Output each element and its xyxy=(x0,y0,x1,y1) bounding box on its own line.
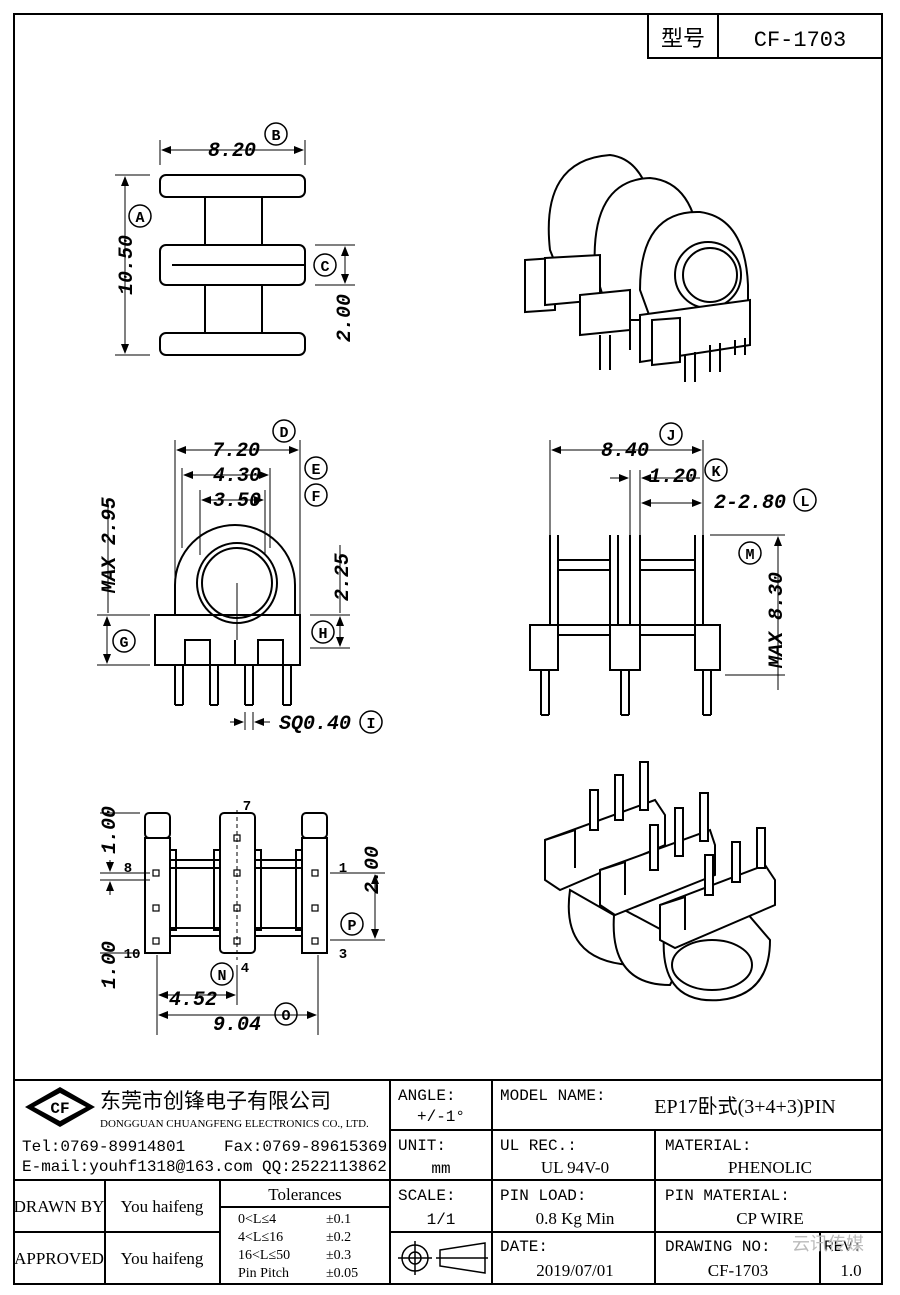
rev-value: 1.0 xyxy=(840,1261,861,1280)
model-name-value: EP17卧式(3+4+3)PIN xyxy=(654,1095,835,1118)
company-logo: CF xyxy=(25,1087,95,1127)
dim-bottom-t1: 1.00 xyxy=(99,806,122,854)
isometric-bottom-view xyxy=(544,761,776,1002)
material-label: MATERIAL: xyxy=(665,1137,751,1155)
dim-bottom-half-width: 4.52 xyxy=(169,989,217,1012)
drawing-no-label: DRAWING NO: xyxy=(665,1238,771,1256)
tag-e: E xyxy=(311,462,320,479)
logo-text: CF xyxy=(50,1100,69,1118)
tag-c: C xyxy=(320,259,329,276)
company-fax: Fax:0769-89615369 xyxy=(224,1138,387,1156)
approved-value: You haifeng xyxy=(121,1249,204,1268)
pin-material-label: PIN MATERIAL: xyxy=(665,1187,790,1205)
dim-side-max-height: MAX 8.30 xyxy=(766,572,789,669)
tag-b: B xyxy=(271,128,280,145)
scale-label: SCALE: xyxy=(398,1187,456,1205)
tol-range-3: 16<L≤50 xyxy=(238,1248,290,1263)
dim-top-width: 8.20 xyxy=(208,140,256,163)
ul-rec-label: UL REC.: xyxy=(500,1137,577,1155)
watermark: 云讯传媒 xyxy=(792,1234,864,1254)
tag-m: M xyxy=(745,547,754,564)
tol-range-4: Pin Pitch xyxy=(238,1266,289,1281)
rev-label: REV: xyxy=(824,1238,862,1256)
tag-p: P xyxy=(347,918,356,935)
dim-front-d3: 3.50 xyxy=(213,490,261,513)
pin-number-4: 4 xyxy=(241,961,249,977)
pin-number-3: 3 xyxy=(339,947,347,963)
tol-range-2: 4<L≤16 xyxy=(238,1230,283,1245)
dim-bottom-width: 9.04 xyxy=(213,1014,261,1037)
tag-d: D xyxy=(279,425,288,442)
company-tel: Tel:0769-89914801 xyxy=(22,1138,185,1156)
tag-h: H xyxy=(318,626,327,643)
approved-label: APPROVED xyxy=(14,1249,104,1268)
date-value: 2019/07/01 xyxy=(536,1261,613,1280)
pin-load-label: PIN LOAD: xyxy=(500,1187,586,1205)
front-view xyxy=(97,440,350,730)
isometric-top-view xyxy=(524,153,751,382)
dim-bottom-t2: 1.00 xyxy=(99,941,122,989)
tag-i: I xyxy=(366,716,375,733)
tol-range-1: 0<L≤4 xyxy=(238,1212,276,1227)
drawing-no-value: CF-1703 xyxy=(708,1261,768,1280)
unit-label: UNIT: xyxy=(398,1137,446,1155)
company-name-en: DONGGUAN CHUANGFENG ELECTRONICS CO., LTD… xyxy=(100,1118,369,1130)
dim-bottom-slot: 2.00 xyxy=(362,846,385,894)
tag-k: K xyxy=(711,464,720,481)
top-view xyxy=(115,140,355,356)
dim-front-max-height: MAX 2.95 xyxy=(99,497,122,594)
company-email: E-mail:youhf1318@163.com xyxy=(22,1158,252,1176)
unit-value: mm xyxy=(431,1160,450,1178)
title-block-grid xyxy=(14,1079,882,1284)
tag-j: J xyxy=(666,428,675,445)
header-model-box: 型号 CF-1703 xyxy=(647,13,883,59)
bottom-view xyxy=(100,810,385,1035)
tol-value-4: ±0.05 xyxy=(326,1266,358,1281)
header-model-number: CF-1703 xyxy=(754,28,846,53)
ul-rec-value: UL 94V-0 xyxy=(541,1158,609,1177)
tag-g: G xyxy=(119,635,128,652)
dim-side-pin-width: 1.20 xyxy=(649,466,697,489)
projection-symbol xyxy=(398,1241,488,1275)
dim-top-slot: 2.00 xyxy=(334,294,357,342)
pin-load-value: 0.8 Kg Min xyxy=(536,1209,615,1228)
dim-top-height: 10.50 xyxy=(116,235,139,295)
tol-value-3: ±0.3 xyxy=(326,1248,351,1263)
header-model-label: 型号 xyxy=(661,26,705,51)
angle-value: +/-1° xyxy=(417,1108,465,1126)
pin-number-8: 8 xyxy=(124,861,132,877)
dim-side-width: 8.40 xyxy=(601,440,649,463)
dim-front-pin: SQ0.40 xyxy=(279,713,351,736)
dim-front-d1: 7.20 xyxy=(212,440,260,463)
side-view xyxy=(529,440,785,716)
tag-f: F xyxy=(311,489,320,506)
date-label: DATE: xyxy=(500,1238,548,1256)
dim-front-d2: 4.30 xyxy=(213,465,261,488)
company-name-cn: 东莞市创锋电子有限公司 xyxy=(100,1089,331,1113)
tol-value-1: ±0.1 xyxy=(326,1212,351,1227)
tolerances-title: Tolerances xyxy=(268,1185,341,1204)
tag-a: A xyxy=(135,210,144,227)
tol-value-2: ±0.2 xyxy=(326,1230,351,1245)
sheet-border xyxy=(13,13,883,1285)
tolerances-table: 0<L≤4 ±0.1 4<L≤16 ±0.2 16<L≤50 ±0.3 Pin … xyxy=(238,1212,358,1281)
angle-label: ANGLE: xyxy=(398,1087,456,1105)
dim-front-h2: 2.25 xyxy=(332,553,355,601)
pin-material-value: CP WIRE xyxy=(736,1209,804,1228)
dim-side-pitch: 2-2.80 xyxy=(714,492,786,515)
company-qq: QQ:2522113862 xyxy=(262,1158,387,1176)
drawn-by-label: DRAWN BY xyxy=(14,1197,105,1216)
material-value: PHENOLIC xyxy=(728,1158,812,1177)
pin-number-7: 7 xyxy=(243,799,251,815)
drawn-by-value: You haifeng xyxy=(121,1197,204,1216)
pin-number-10: 10 xyxy=(124,947,141,963)
tag-l: L xyxy=(800,494,809,511)
scale-value: 1/1 xyxy=(427,1211,456,1229)
tag-o: O xyxy=(281,1008,290,1025)
tag-n: N xyxy=(217,968,226,985)
pin-number-1: 1 xyxy=(339,861,347,877)
model-name-label: MODEL NAME: xyxy=(500,1087,606,1105)
